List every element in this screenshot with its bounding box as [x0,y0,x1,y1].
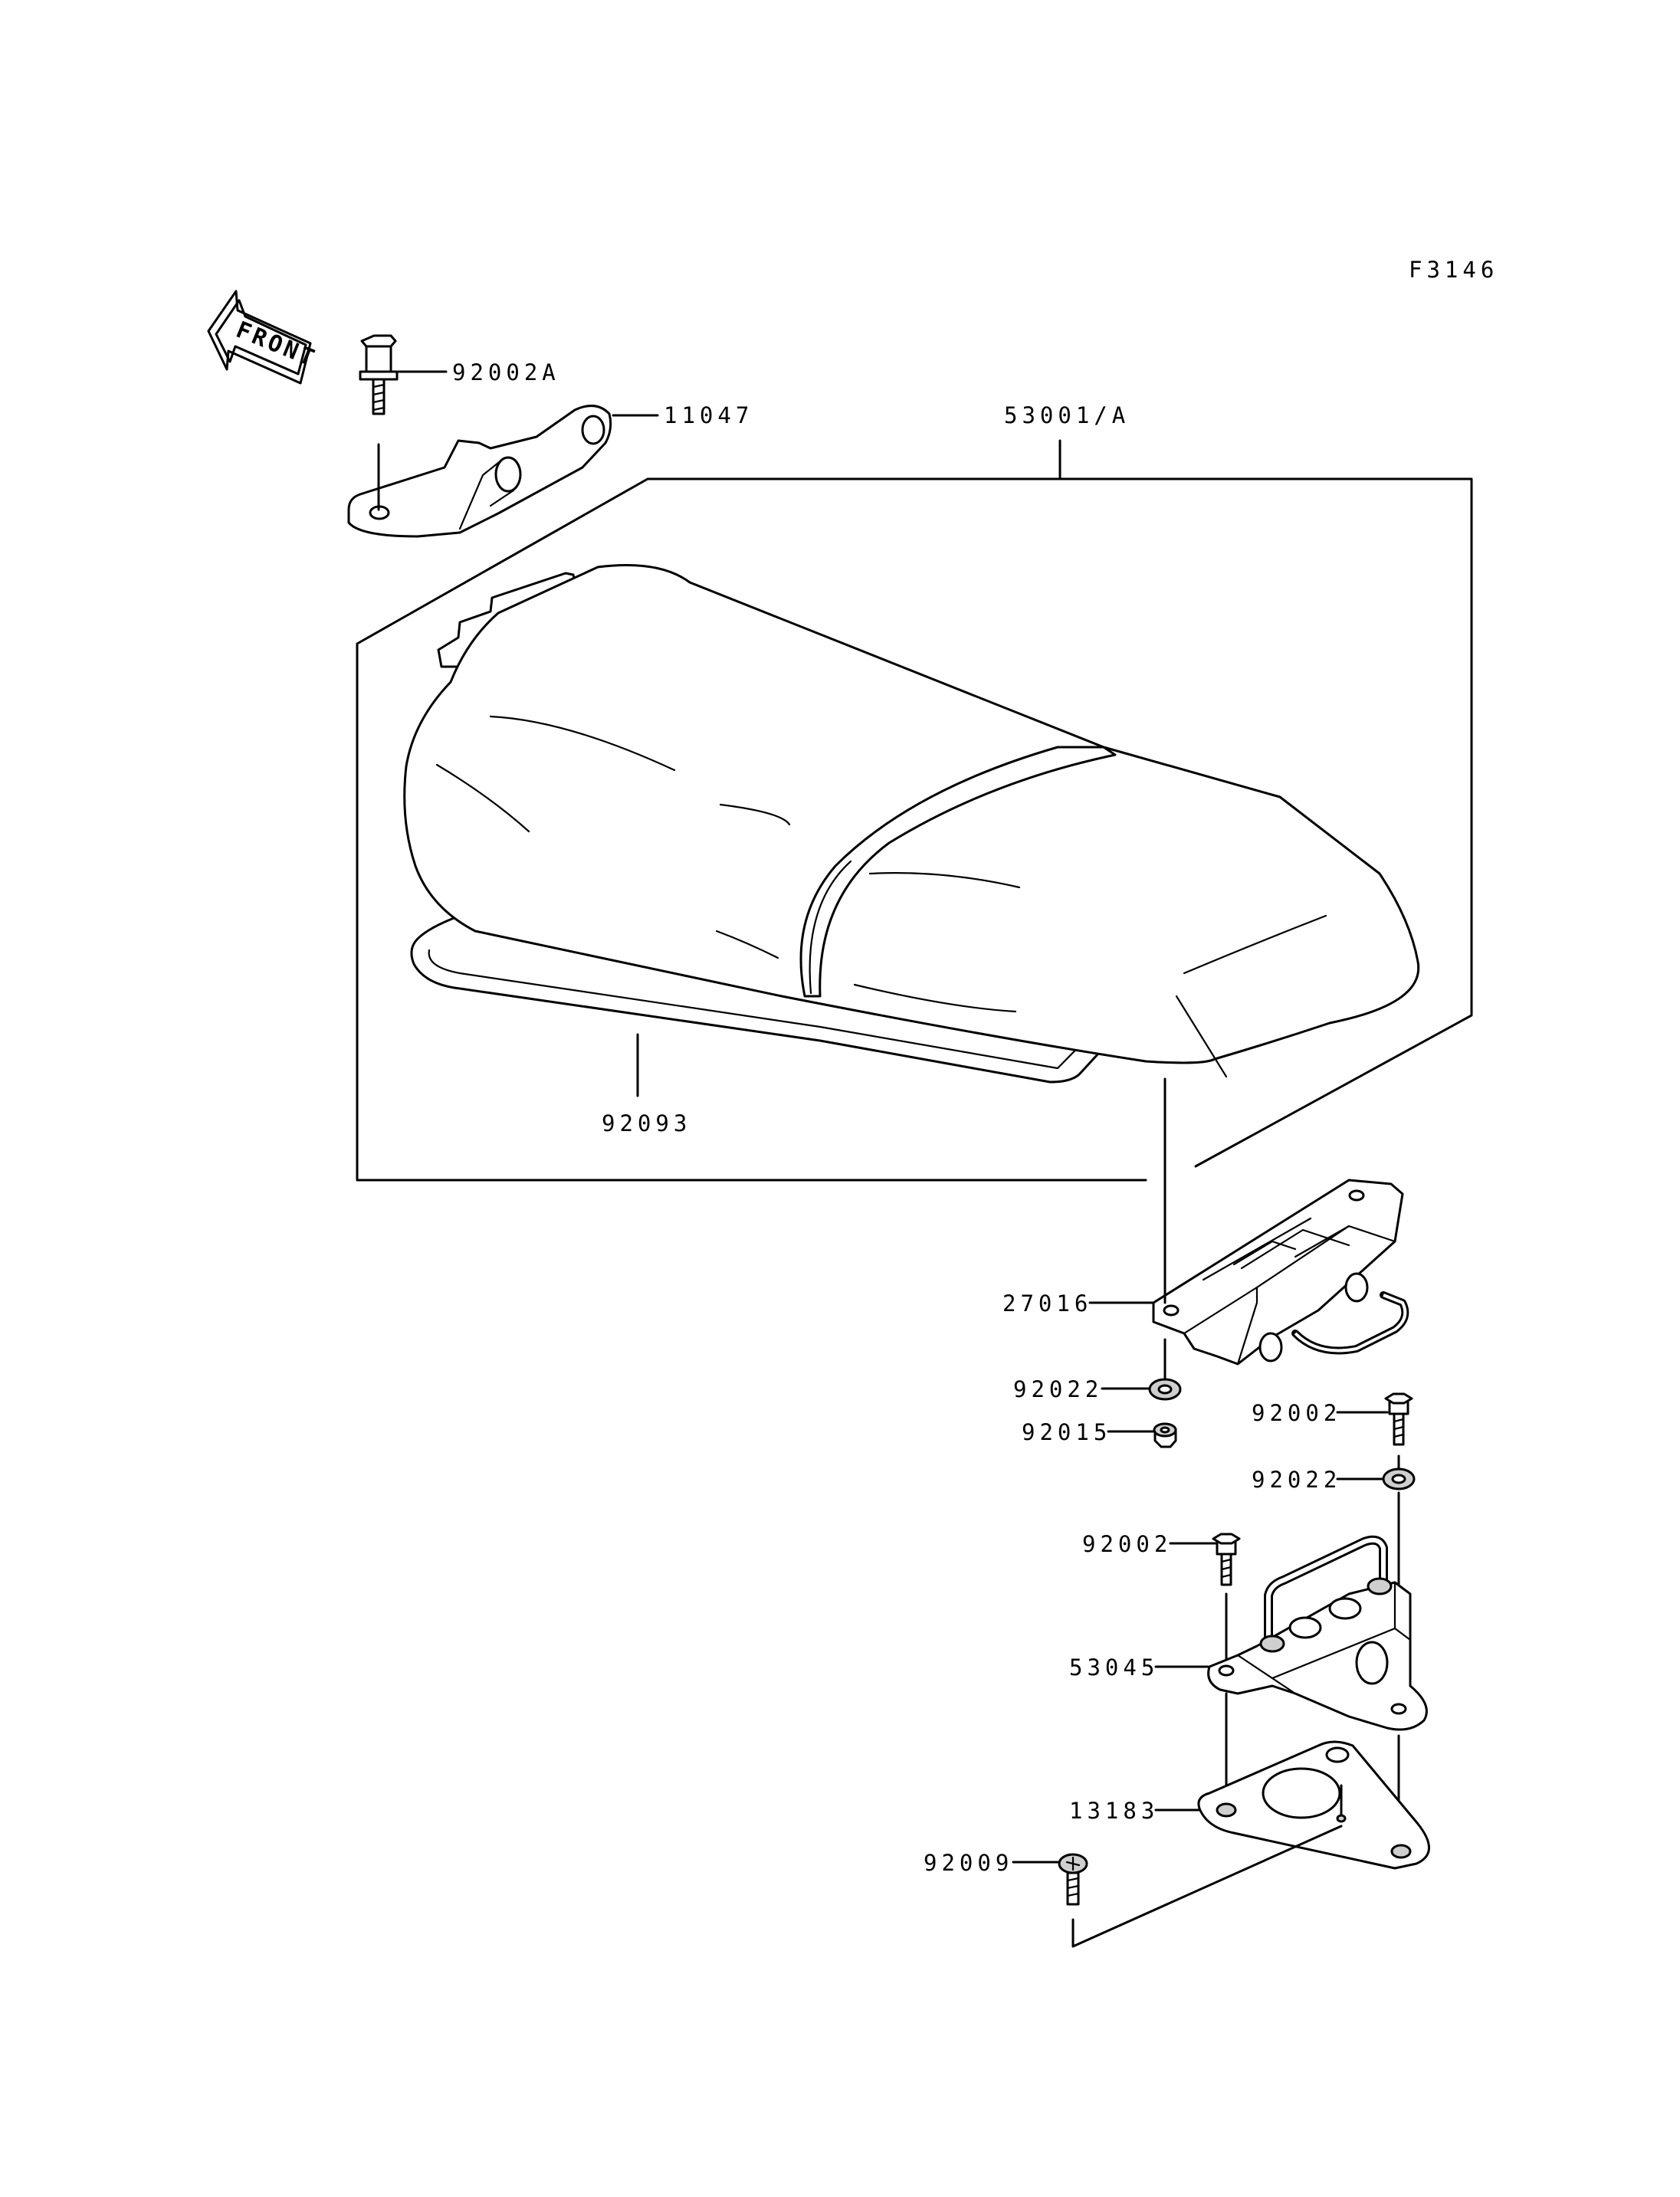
bolt-92002-right [1384,1392,1413,1471]
bracket-53045 [1207,1535,1428,1731]
washer-92022-right [1382,1467,1416,1490]
front-arrow-icon: FRONT [207,290,320,385]
diagram-code: F3146 [1409,257,1498,283]
washer-92022-left [1148,1378,1182,1401]
part-label-53045: 53045 [1069,1654,1159,1681]
seat [403,564,1420,1084]
part-label-92009: 92009 [924,1850,1013,1876]
bracket-27016 [1152,1179,1409,1366]
screw-92009 [1058,1853,1088,1906]
part-label-92022-left: 92022 [1013,1376,1103,1402]
nut-92015 [1153,1422,1177,1448]
bolt-92002a [359,334,399,511]
bolt-92002-left [1212,1533,1241,1661]
part-label-13183: 13183 [1069,1798,1159,1824]
part-label-11047: 11047 [664,402,753,428]
part-label-92002-right: 92002 [1252,1400,1341,1426]
part-label-92015: 92015 [1022,1419,1111,1445]
part-label-53001a: 53001/A [1004,402,1130,428]
part-label-92002-left: 92002 [1082,1531,1172,1557]
part-label-92093: 92093 [602,1110,691,1136]
seat-assembly-frame [356,477,1473,1182]
part-label-27016: 27016 [1002,1290,1092,1317]
plate-13183 [1197,1740,1430,1870]
bracket-11047 [347,405,612,538]
part-label-92022-right: 92022 [1252,1467,1341,1493]
part-label-92002a: 92002A [452,359,560,385]
